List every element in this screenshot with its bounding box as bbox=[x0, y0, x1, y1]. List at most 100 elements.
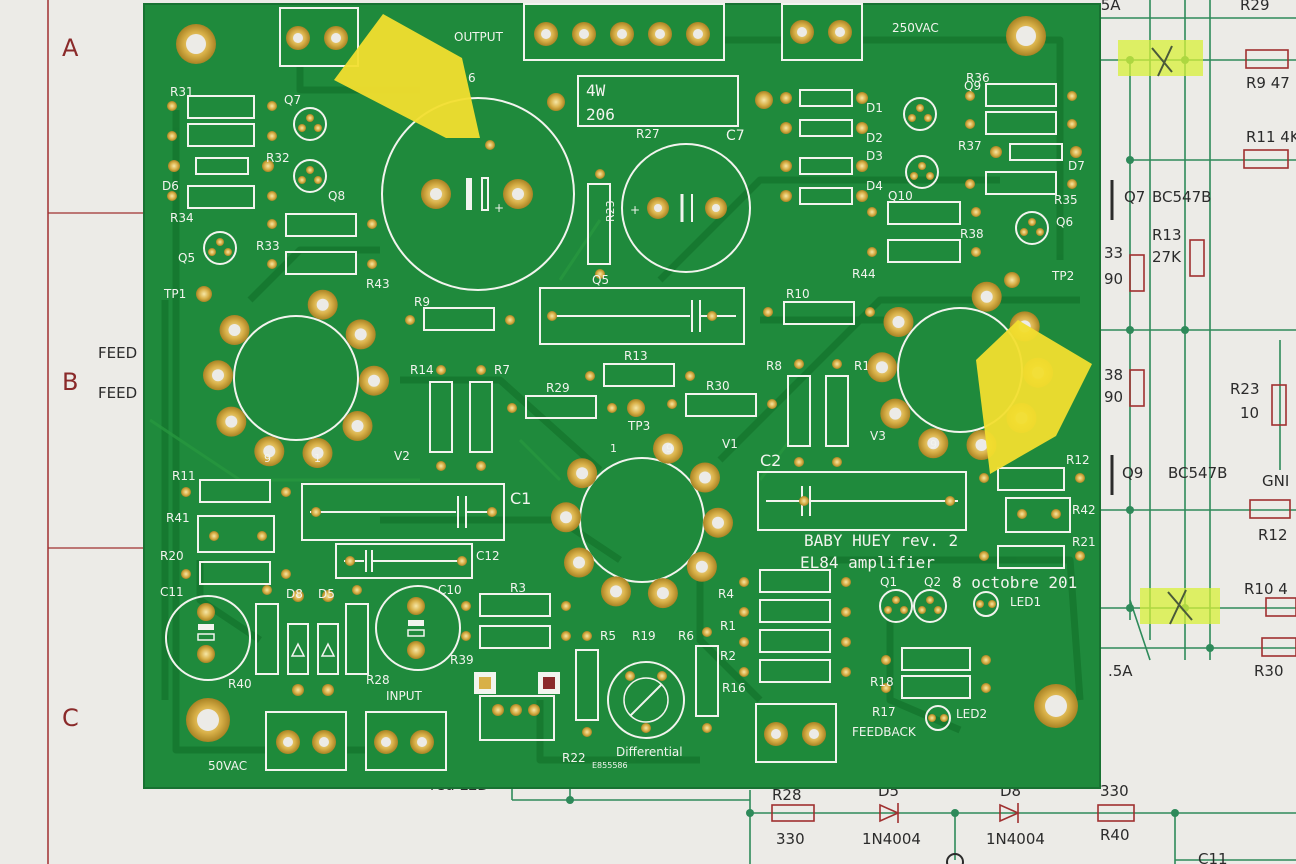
ref-tp2: TP2 bbox=[1051, 269, 1074, 283]
pin-label-v1-9: 9 bbox=[666, 442, 673, 455]
ref-q2: Q2 bbox=[924, 575, 941, 589]
pin-label-v2-9: 9 bbox=[264, 452, 271, 465]
board-title-line3: 8 octobre 201 bbox=[952, 573, 1077, 592]
ref-c2: C2 bbox=[760, 451, 781, 470]
ref-d8: D8 bbox=[286, 587, 303, 601]
ref-r38: R38 bbox=[960, 227, 984, 241]
ref-r4: R4 bbox=[718, 587, 734, 601]
ref-r29: R29 bbox=[546, 381, 570, 395]
tube-pin-hole-v2 bbox=[316, 298, 329, 311]
ref-tp1: TP1 bbox=[163, 287, 186, 301]
ref-r20: R20 bbox=[160, 549, 184, 563]
tube-pin-hole-v2 bbox=[368, 374, 380, 387]
ref-r44: R44 bbox=[852, 267, 876, 281]
tube-pin-hole-v3 bbox=[876, 361, 888, 374]
sch-d8-type: 1N4004 bbox=[986, 830, 1045, 848]
tube-pin-hole-v2 bbox=[225, 415, 238, 428]
tube-pin-hole-v3 bbox=[975, 439, 988, 451]
svg-text:+: + bbox=[630, 203, 640, 217]
sch-r28-val: 330 bbox=[776, 830, 805, 848]
tube-pin-hole-v2 bbox=[351, 420, 364, 432]
ref-c7: C7 bbox=[726, 128, 745, 144]
sch-fuse-top: .5A bbox=[1096, 0, 1121, 14]
tube-pin-hole-v1 bbox=[610, 585, 622, 598]
ref-r36: R36 bbox=[966, 71, 990, 85]
ref-r19: R19 bbox=[632, 629, 656, 643]
ref-q10: Q10 bbox=[888, 189, 913, 203]
ref-q1: Q1 bbox=[880, 575, 897, 589]
ref-d1: D1 bbox=[866, 101, 883, 115]
ref-d7: D7 bbox=[1068, 159, 1085, 173]
row-label-a: A bbox=[62, 34, 79, 62]
tube-pin-hole-v3 bbox=[892, 316, 905, 328]
tube-pin-hole-v2 bbox=[212, 369, 224, 382]
ref-led2: LED2 bbox=[956, 707, 987, 721]
ref-d6: D6 bbox=[162, 179, 179, 193]
sch-r40: R40 bbox=[1100, 826, 1130, 844]
ref-c12: C12 bbox=[476, 549, 500, 563]
ref-r28: R28 bbox=[366, 673, 390, 687]
tube-pin-hole-v1 bbox=[560, 511, 572, 524]
sch-r11: R11 4K bbox=[1246, 128, 1296, 146]
pin-label-v3-9: 9 bbox=[930, 438, 937, 451]
tube-pin-hole-v3 bbox=[889, 407, 902, 420]
ref-d4: D4 bbox=[866, 179, 883, 193]
tube-label-v1: V1 bbox=[722, 437, 738, 451]
ref-r32: R32 bbox=[266, 151, 290, 165]
ref-r27: R27 bbox=[636, 127, 660, 141]
feedback-label: FEEDBACK bbox=[852, 725, 917, 739]
ref-r6: R6 bbox=[678, 629, 694, 643]
ref-r41: R41 bbox=[166, 511, 190, 525]
ref-q5: Q5 bbox=[178, 251, 195, 265]
board-title-line1: BABY HUEY rev. 2 bbox=[804, 531, 958, 550]
capacitor-c6-outline bbox=[381, 97, 575, 291]
tube-pin-hole-v2 bbox=[228, 324, 241, 336]
tube-pin-hole-v1 bbox=[656, 587, 669, 600]
tube-pin-hole-v2 bbox=[263, 445, 276, 458]
ref-d5: D5 bbox=[318, 587, 335, 601]
ref-c11: C11 bbox=[160, 585, 184, 599]
sch-q9-type: BC547B bbox=[1168, 464, 1227, 482]
tube-pin-hole-v1 bbox=[695, 560, 708, 573]
row-label-c: C bbox=[62, 704, 79, 732]
svg-text:+: + bbox=[494, 201, 504, 215]
pin-label-v1-1: 1 bbox=[610, 442, 617, 455]
ref-r21: R21 bbox=[1072, 535, 1096, 549]
sch-90a: 90 bbox=[1104, 270, 1123, 288]
ref-r17: R17 bbox=[872, 705, 896, 719]
ref-c1: C1 bbox=[510, 489, 531, 508]
ref-r30: R30 bbox=[706, 379, 730, 393]
ref-r2: R2 bbox=[720, 649, 736, 663]
ref-r11: R11 bbox=[172, 469, 196, 483]
yellow-tape-top bbox=[334, 14, 480, 138]
tube-pin-hole-v1 bbox=[662, 442, 674, 455]
sch-33: 33 bbox=[1104, 244, 1123, 262]
sch-r12: R12 bbox=[1258, 526, 1288, 544]
tube-pin-hole-v3 bbox=[927, 437, 940, 450]
ref-q6: Q6 bbox=[1056, 215, 1073, 229]
sch-fuse-bottom: .5A bbox=[1108, 662, 1133, 680]
tube-pin-hole-v1 bbox=[712, 516, 724, 529]
tube-pin-hole-v2 bbox=[311, 447, 324, 459]
sch-38: 38 bbox=[1104, 366, 1123, 384]
sch-r23-val: 10 bbox=[1240, 404, 1259, 422]
ref-r39: R39 bbox=[450, 653, 474, 667]
ref-r14: R14 bbox=[410, 363, 434, 377]
ref-r10: R10 bbox=[786, 287, 810, 301]
sch-r40-val: 330 bbox=[1100, 782, 1129, 800]
pin-label-v2-1: 1 bbox=[314, 452, 321, 465]
sch-r9: R9 47 bbox=[1246, 74, 1290, 92]
sch-r29: R29 bbox=[1240, 0, 1270, 14]
ref-q8: Q8 bbox=[328, 189, 345, 203]
ref-c6: 6 bbox=[468, 71, 476, 85]
tube-label-v2: V2 bbox=[394, 449, 410, 463]
tube-label-v3: V3 bbox=[870, 429, 886, 443]
tube-pin-hole-v1 bbox=[699, 471, 711, 484]
ref-r34: R34 bbox=[170, 211, 194, 225]
feed-label-1: FEED bbox=[98, 344, 137, 362]
diodes-d1-d4 bbox=[195, 89, 1063, 205]
sch-90b: 90 bbox=[1104, 388, 1123, 406]
ref-d3: D3 bbox=[866, 149, 883, 163]
input-label: INPUT bbox=[386, 689, 423, 703]
differential-label: Differential bbox=[616, 745, 683, 759]
